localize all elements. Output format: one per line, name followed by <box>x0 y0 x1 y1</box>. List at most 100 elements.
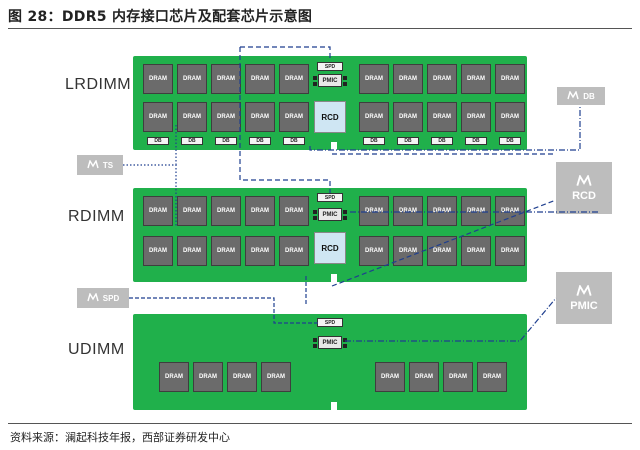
dram-chip: DRAM <box>211 64 241 94</box>
pmic-pad <box>313 210 317 214</box>
dram-chip: DRAM <box>427 236 457 266</box>
lrdimm-label: LRDIMM <box>65 76 132 93</box>
dram-chip: DRAM <box>375 362 405 392</box>
dram-chip: DRAM <box>279 236 309 266</box>
dram-chip: DRAM <box>495 236 525 266</box>
dram-chip: DRAM <box>495 64 525 94</box>
external-db-box: DB <box>557 87 605 105</box>
dram-chip: DRAM <box>461 196 491 226</box>
db-chip: DB <box>215 137 237 145</box>
dram-chip: DRAM <box>245 102 275 132</box>
pmic-pad <box>343 82 347 86</box>
dram-chip: DRAM <box>495 102 525 132</box>
external-spd-label: SPD <box>102 293 120 303</box>
dram-chip: DRAM <box>427 102 457 132</box>
db-chip: DB <box>249 137 271 145</box>
pmic-pad <box>313 76 317 80</box>
external-pmic-box: PMIC <box>556 272 612 324</box>
figure-header: 图 28：DDR5 内存接口芯片及配套芯片示意图 <box>8 6 632 28</box>
db-chip: DB <box>397 137 419 145</box>
figure-title: 图 28：DDR5 内存接口芯片及配套芯片示意图 <box>8 9 313 25</box>
external-db-label: DB <box>583 91 595 101</box>
dram-chip: DRAM <box>143 236 173 266</box>
dram-chip: DRAM <box>427 196 457 226</box>
dram-chip: DRAM <box>143 102 173 132</box>
source-note: 资料来源：澜起科技年报，西部证券研发中心 <box>10 431 230 444</box>
db-chip: DB <box>181 137 203 145</box>
dram-chip: DRAM <box>177 236 207 266</box>
dram-chip: DRAM <box>495 196 525 226</box>
db-chip: DB <box>147 137 169 145</box>
rcd-chip: RCD <box>314 101 346 133</box>
udimm-label: UDIMM <box>68 341 125 358</box>
pmic-pad <box>313 338 317 342</box>
dram-chip: DRAM <box>245 236 275 266</box>
db-chip: DB <box>283 137 305 145</box>
db-chip: DB <box>363 137 385 145</box>
dram-chip: DRAM <box>143 64 173 94</box>
dram-chip: DRAM <box>359 236 389 266</box>
chip-icon <box>576 283 592 300</box>
pmic-chip: PMIC <box>318 74 342 87</box>
pmic-pad <box>313 344 317 348</box>
rcd-chip: RCD <box>314 232 346 264</box>
pmic-pad <box>343 338 347 342</box>
dram-chip: DRAM <box>245 64 275 94</box>
external-pmic-label: PMIC <box>570 299 598 312</box>
pmic-pad <box>343 76 347 80</box>
dram-chip: DRAM <box>279 64 309 94</box>
external-ts-label: TS <box>102 160 114 170</box>
dram-chip: DRAM <box>159 362 189 392</box>
pmic-pad <box>313 82 317 86</box>
chip-icon <box>576 173 592 190</box>
chip-icon <box>567 89 579 102</box>
chip-icon <box>87 291 99 304</box>
dram-chip: DRAM <box>359 64 389 94</box>
dram-chip: DRAM <box>211 196 241 226</box>
dram-chip: DRAM <box>245 196 275 226</box>
external-rcd-label: RCD <box>572 189 596 202</box>
dram-chip: DRAM <box>143 196 173 226</box>
spd-chip: SPD <box>317 62 343 71</box>
spd-chip: SPD <box>317 193 343 202</box>
dram-chip: DRAM <box>393 196 423 226</box>
dram-chip: DRAM <box>359 196 389 226</box>
dram-chip: DRAM <box>177 196 207 226</box>
external-spd-box: SPD <box>77 288 129 308</box>
board-notch <box>331 142 337 150</box>
board-notch <box>331 274 337 282</box>
dram-chip: DRAM <box>461 64 491 94</box>
db-chip: DB <box>465 137 487 145</box>
pmic-pad <box>343 344 347 348</box>
external-ts-box: TS <box>77 155 123 175</box>
dram-chip: DRAM <box>193 362 223 392</box>
pmic-pad <box>343 216 347 220</box>
db-chip: DB <box>431 137 453 145</box>
dram-chip: DRAM <box>227 362 257 392</box>
dram-chip: DRAM <box>261 362 291 392</box>
dram-chip: DRAM <box>359 102 389 132</box>
spd-chip: SPD <box>317 318 343 327</box>
dram-chip: DRAM <box>211 102 241 132</box>
footer-rule <box>8 423 632 424</box>
dram-chip: DRAM <box>443 362 473 392</box>
dram-chip: DRAM <box>461 236 491 266</box>
dram-chip: DRAM <box>393 236 423 266</box>
pmic-chip: PMIC <box>318 336 342 349</box>
dram-chip: DRAM <box>393 102 423 132</box>
dram-chip: DRAM <box>409 362 439 392</box>
dram-chip: DRAM <box>279 102 309 132</box>
db-chip: DB <box>499 137 521 145</box>
pmic-pad <box>313 216 317 220</box>
pmic-pad <box>343 210 347 214</box>
dram-chip: DRAM <box>393 64 423 94</box>
pmic-chip: PMIC <box>318 208 342 221</box>
rdimm-label: RDIMM <box>68 208 125 225</box>
dram-chip: DRAM <box>177 64 207 94</box>
board-notch <box>331 402 337 410</box>
dram-chip: DRAM <box>279 196 309 226</box>
dram-chip: DRAM <box>427 64 457 94</box>
